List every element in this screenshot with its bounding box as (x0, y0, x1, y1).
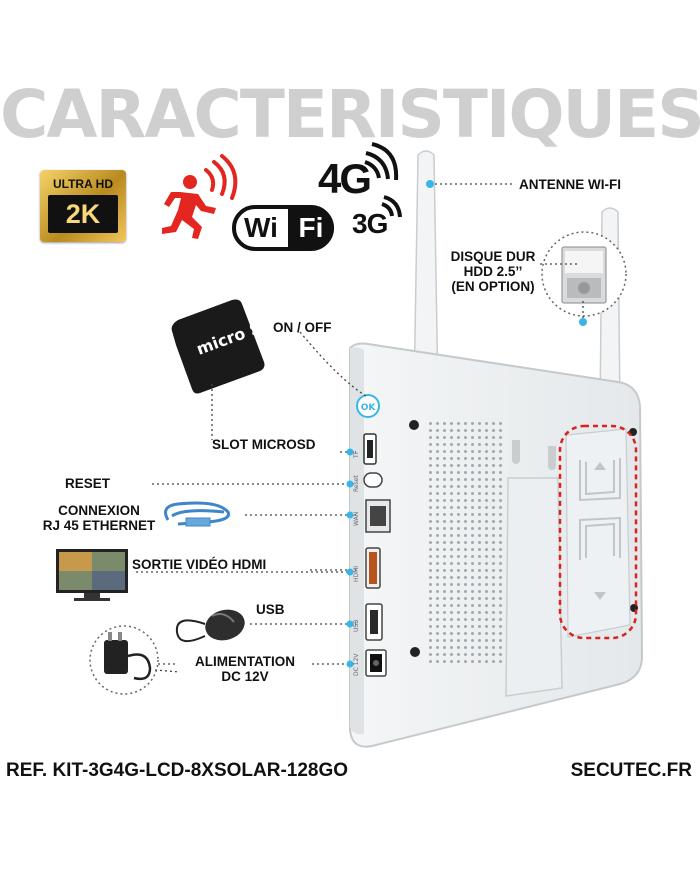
footer-site: SECUTEC.FR (570, 760, 692, 781)
wifi-text-wi: Wi (244, 212, 278, 243)
label-disque-line2: HDD 2.5’’ (463, 264, 523, 279)
4g-label: 4G (318, 155, 372, 202)
wifi-logo: Wi Fi (232, 205, 334, 251)
label-antenne-wifi: ANTENNE WI-FI (519, 177, 621, 192)
side-ports (363, 433, 391, 677)
label-disque-line1: DISQUE DUR (450, 249, 536, 264)
power-adapter-icon (104, 632, 152, 681)
power-button-icon (356, 394, 380, 418)
microsd-card-icon: micro SD (171, 299, 276, 394)
label-alim-line1: ALIMENTATION (195, 654, 295, 669)
hdmi-monitor-icon (56, 549, 128, 601)
port-label-tf: TF (353, 450, 360, 459)
label-sortie-hdmi: SORTIE VIDÉO HDMI (132, 557, 267, 572)
speaker-grille (428, 418, 506, 664)
port-label-wan: WAN (353, 512, 360, 526)
ultra-hd-text: ULTRA HD (53, 177, 113, 191)
ultra-hd-2k-badge: ULTRA HD 2K (40, 170, 126, 242)
page-title: CARACTERISTIQUES (0, 76, 700, 153)
wifi-text-fi: Fi (288, 208, 334, 248)
port-label-hdmi: HDMI (353, 566, 360, 582)
label-alimentation: ALIMENTATION DC 12V (178, 654, 312, 684)
stand (505, 477, 563, 697)
label-alim-line2: DC 12V (221, 669, 269, 684)
label-disque-line3: (EN OPTION) (451, 279, 535, 294)
hdd-disk-icon (561, 246, 607, 304)
port-label-reset: Reset (353, 475, 360, 492)
footer-ref: REF. KIT-3G4G-LCD-8XSOLAR-128GO (6, 760, 349, 781)
resolution-text: 2K (48, 195, 118, 233)
label-connexion-rj45: CONNEXION RJ 45 ETHERNET (19, 503, 179, 533)
label-disque-dur: DISQUE DUR HDD 2.5’’ (EN OPTION) (440, 249, 546, 294)
label-connexion-line2: RJ 45 ETHERNET (42, 518, 156, 533)
label-on-off: ON / OFF (273, 320, 332, 335)
label-reset: RESET (65, 476, 111, 491)
ok-text: OK (361, 403, 377, 413)
usb-mouse-icon (175, 609, 245, 643)
port-label-usb: USB (353, 620, 360, 632)
ethernet-cable-icon (164, 501, 231, 526)
hdd-bay-highlight (558, 424, 638, 640)
port-label-dc: DC 12V (353, 653, 360, 676)
label-usb: USB (256, 602, 285, 617)
label-connexion-line1: CONNEXION (58, 503, 140, 518)
label-slot-microsd: SLOT MICROSD (212, 437, 316, 452)
